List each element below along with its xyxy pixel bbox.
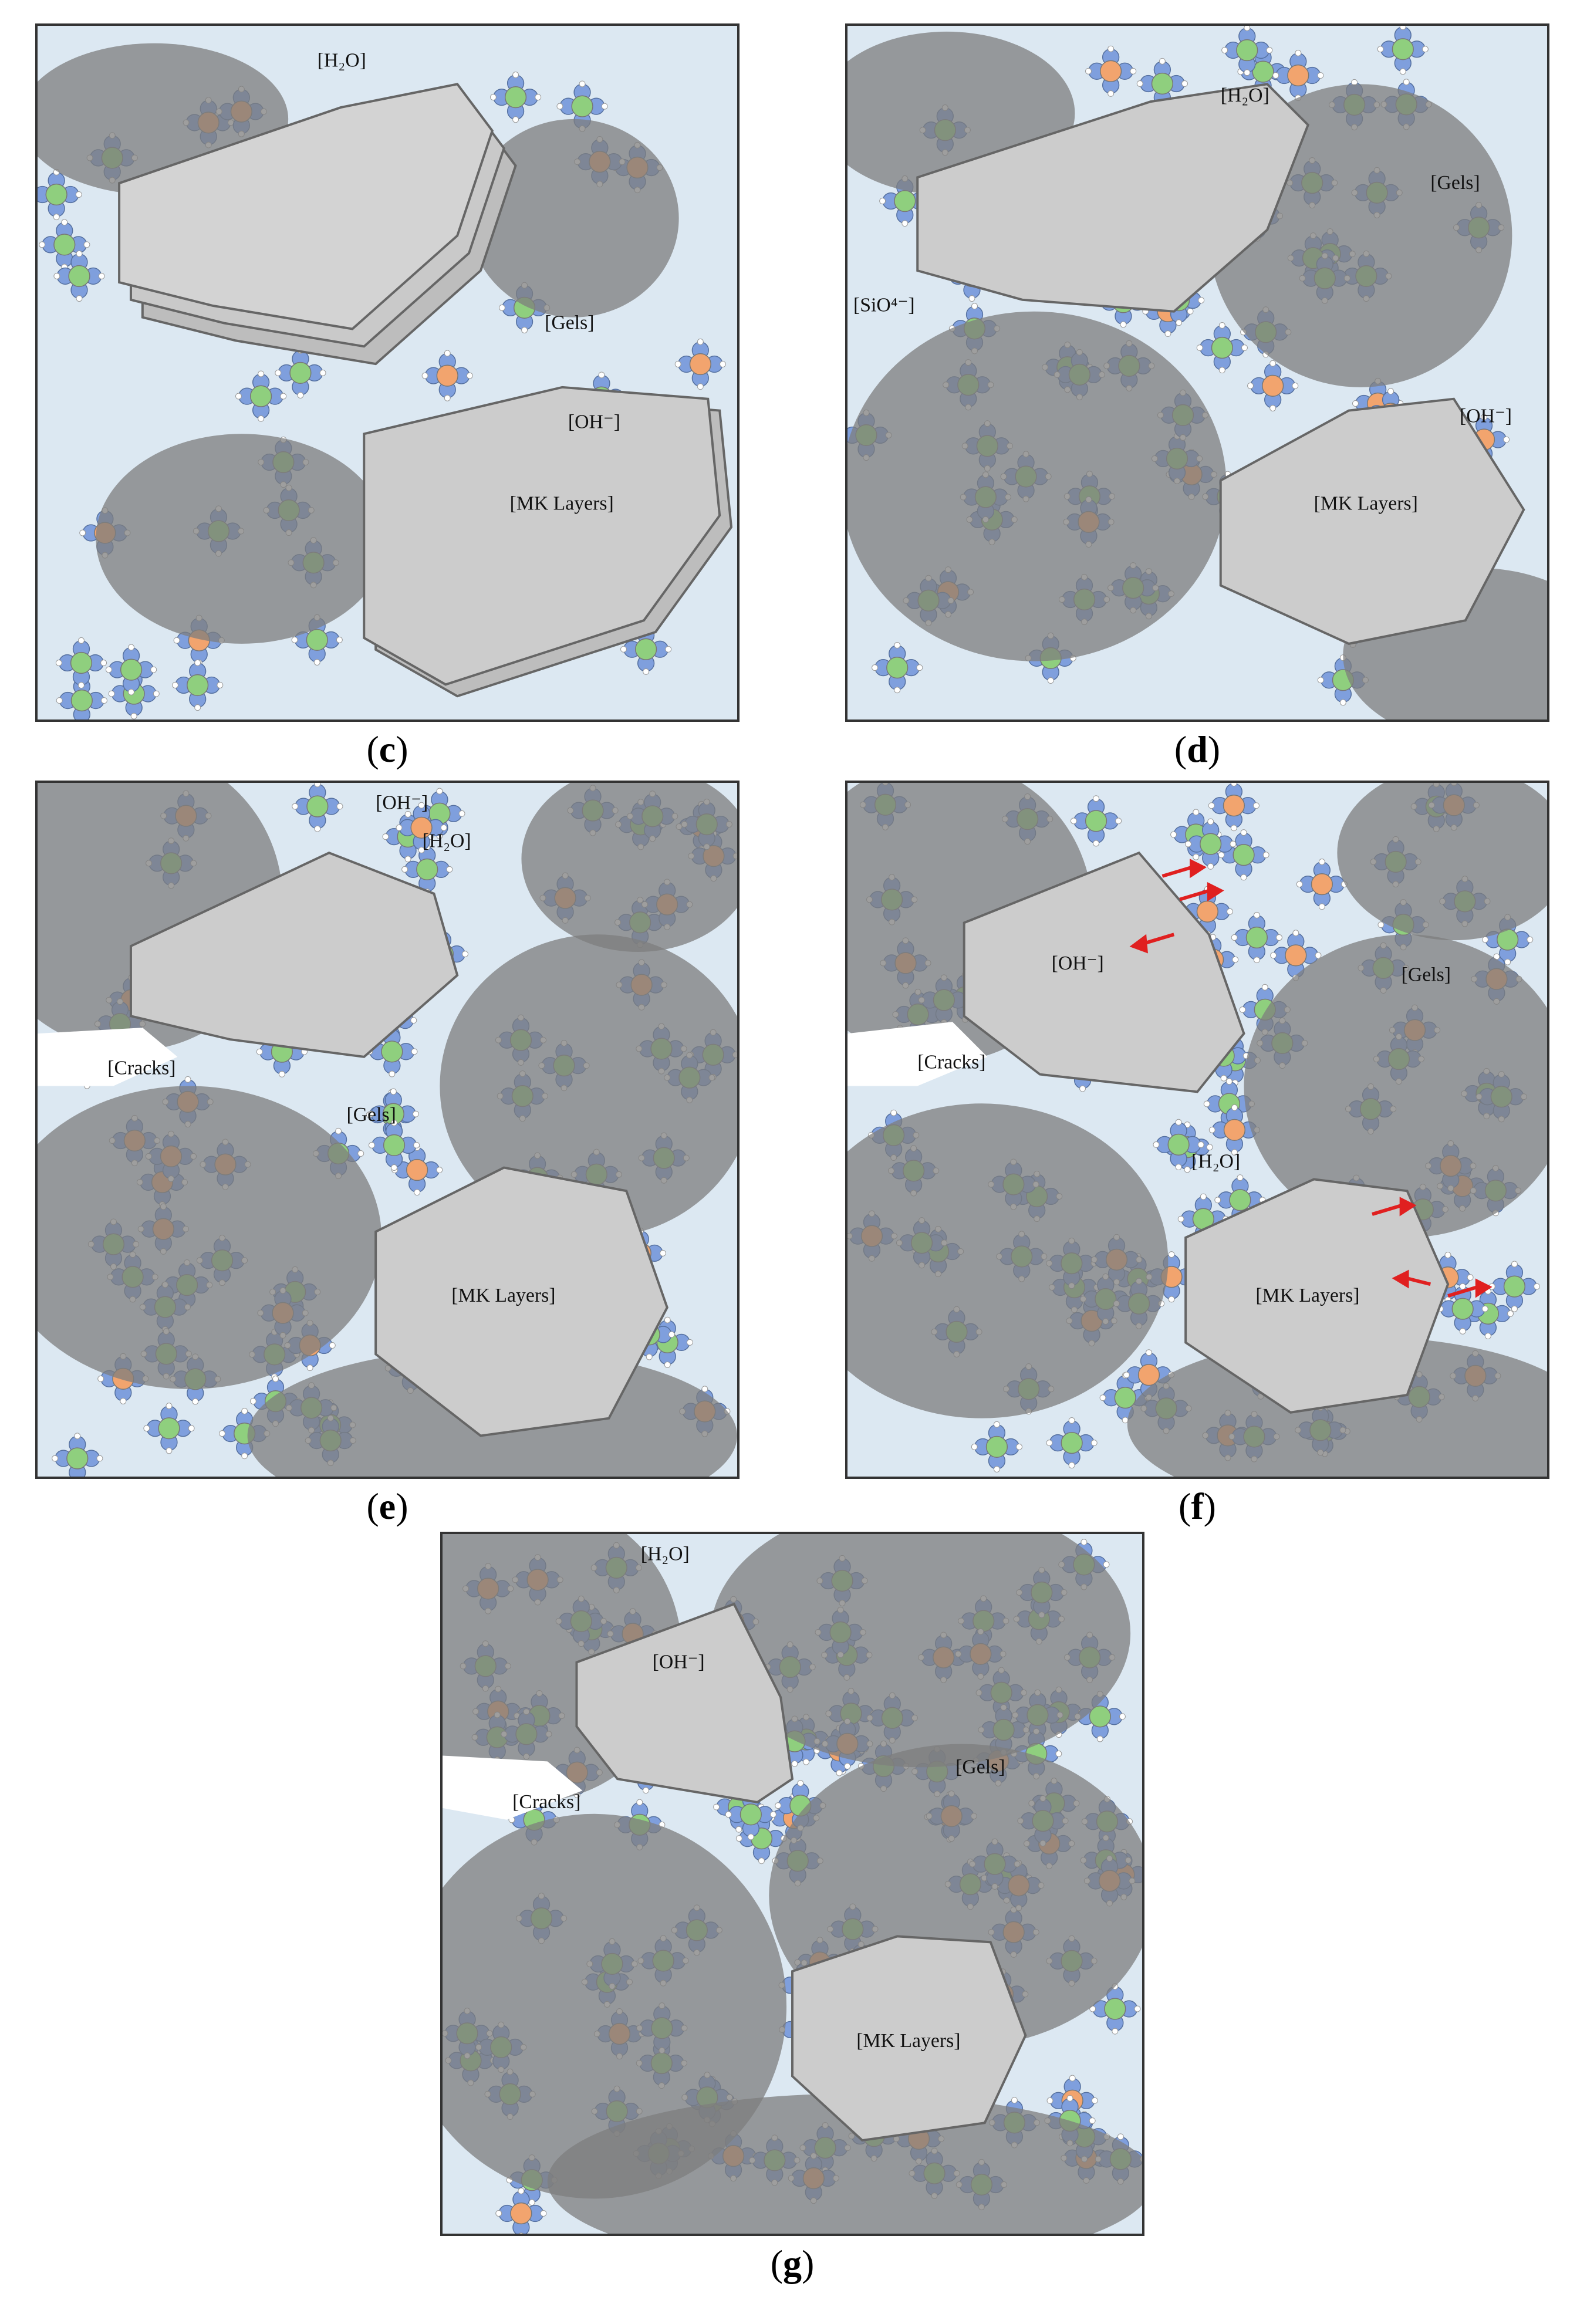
hydroxide-label: [OH⁻] [1052,952,1104,974]
hydroxide-label: [OH⁻] [1460,405,1512,427]
aluminate-tetrahedron-icon [421,350,473,401]
silicate-tetrahedron-icon [52,1433,103,1477]
silicate-tetrahedron-icon [172,659,224,711]
aluminate-tetrahedron-icon [1296,859,1348,910]
cracks-label: [Cracks] [107,1058,175,1079]
water-label: [H₂O] [641,1543,690,1565]
panel-c: [H₂O] [OH⁻] [Gels] [MK Layers] [35,23,740,722]
gels-label: [Gels] [346,1104,396,1126]
caption-f: (f) [1179,1485,1216,1527]
silicate-tetrahedron-icon [105,644,157,695]
reaction-arrow-icon [1129,859,1493,1298]
panel-d-diagram: [H₂O] [OH⁻] [Gels] [MK Layers] [SiO⁴⁻] [847,26,1547,720]
water-label: [H₂O] [1221,85,1269,106]
silicate-tetrahedron-icon [489,72,542,123]
aluminate-tetrahedron-icon [391,1144,443,1196]
silicate-tetrahedron-icon [55,637,107,689]
silicate-tetrahedron-icon [1185,818,1237,870]
panel-g-diagram: [H₂O] [OH⁻] [Gels] [MK Layers] [Cracks] [443,1534,1142,2234]
aluminate-tetrahedron-icon [495,2187,547,2234]
silicate-tetrahedron-icon [1377,26,1429,75]
aluminate-tetrahedron-icon [1085,45,1137,97]
crack-region [443,1755,583,1820]
mk-layers-sheet [118,83,733,698]
water-label: [H₂O] [1191,1151,1240,1173]
gels-label: [Gels] [1402,964,1451,986]
silicate-tetrahedron-icon [1488,1261,1541,1312]
silicate-tetrahedron-icon [1231,911,1282,964]
silicate-tetrahedron-icon [1153,1119,1204,1171]
silicate-tetrahedron-icon [1221,26,1273,76]
panel-g: [H₂O] [OH⁻] [Gels] [MK Layers] [Cracks] [440,1532,1144,2236]
panel-c-diagram: [H₂O] [OH⁻] [Gels] [MK Layers] [38,43,733,720]
silicate-tetrahedron-icon [292,783,343,832]
panel-e-diagram: [OH⁻] [H₂O] [Gels] [MK Layers] [Cracks] [38,783,737,1477]
crack-region [847,1022,988,1086]
water-label: [H₂O] [423,830,471,852]
silicate-tetrahedron-icon [1070,795,1122,847]
silicate-tetrahedron-icon [1046,1417,1098,1469]
water-label: [H₂O] [318,50,366,72]
aluminate-tetrahedron-icon [674,338,726,390]
aluminate-tetrahedron-icon [1247,360,1299,411]
silicate-tetrahedron-icon [368,1119,420,1171]
silicate-tetrahedron-icon [872,642,923,694]
cracks-label: [Cracks] [512,1791,580,1813]
silicate-tetrahedron-icon [39,219,90,271]
silicate-tetrahedron-icon [143,1403,195,1454]
mk-layers-label: [MK Layers] [856,2030,960,2052]
hydroxide-label: [OH⁻] [653,1651,705,1673]
silicate-tetrahedron-icon [275,347,326,398]
cracks-label: [Cracks] [917,1052,985,1073]
mk-layers-label: [MK Layers] [1314,492,1418,514]
panel-f: [OH⁻] [H₂O] [Gels] [MK Layers] [Cracks] [845,781,1549,1479]
silicate-tetrahedron-icon [1196,322,1248,374]
mk-layers-label: [MK Layers] [451,1285,555,1306]
panel-e: [OH⁻] [H₂O] [Gels] [MK Layers] [Cracks] [35,781,740,1479]
silicate-tetrahedron-icon [38,168,82,221]
silicate-tetrahedron-icon [1437,1283,1488,1335]
silicate-tetrahedron-icon [971,1421,1023,1472]
gels-label: [Gels] [545,312,594,334]
aluminate-tetrahedron-icon [1272,49,1324,102]
silicate-ion-label: [SiO⁴⁻] [853,295,915,316]
silicate-tetrahedron-icon [53,250,105,302]
caption-d: (d) [1174,728,1221,770]
caption-g: (g) [770,2242,815,2284]
caption-c: (c) [366,728,408,770]
mk-layers-label: [MK Layers] [510,492,614,514]
silicate-tetrahedron-icon [235,370,287,422]
crack-region [38,1028,178,1086]
gels-label: [Gels] [955,1756,1005,1778]
panel-d: [H₂O] [OH⁻] [Gels] [MK Layers] [SiO⁴⁻] [845,23,1549,722]
gels-label: [Gels] [1430,172,1480,194]
hydroxide-label: [OH⁻] [568,411,620,433]
caption-e: (e) [366,1485,408,1527]
mk-layers-label: [MK Layers] [1255,1285,1359,1306]
aluminate-tetrahedron-icon [396,802,447,853]
aluminate-tetrahedron-icon [1208,783,1260,832]
hydroxide-label: [OH⁻] [376,792,428,814]
panel-f-diagram: [OH⁻] [H₂O] [Gels] [MK Layers] [Cracks] [847,783,1547,1477]
